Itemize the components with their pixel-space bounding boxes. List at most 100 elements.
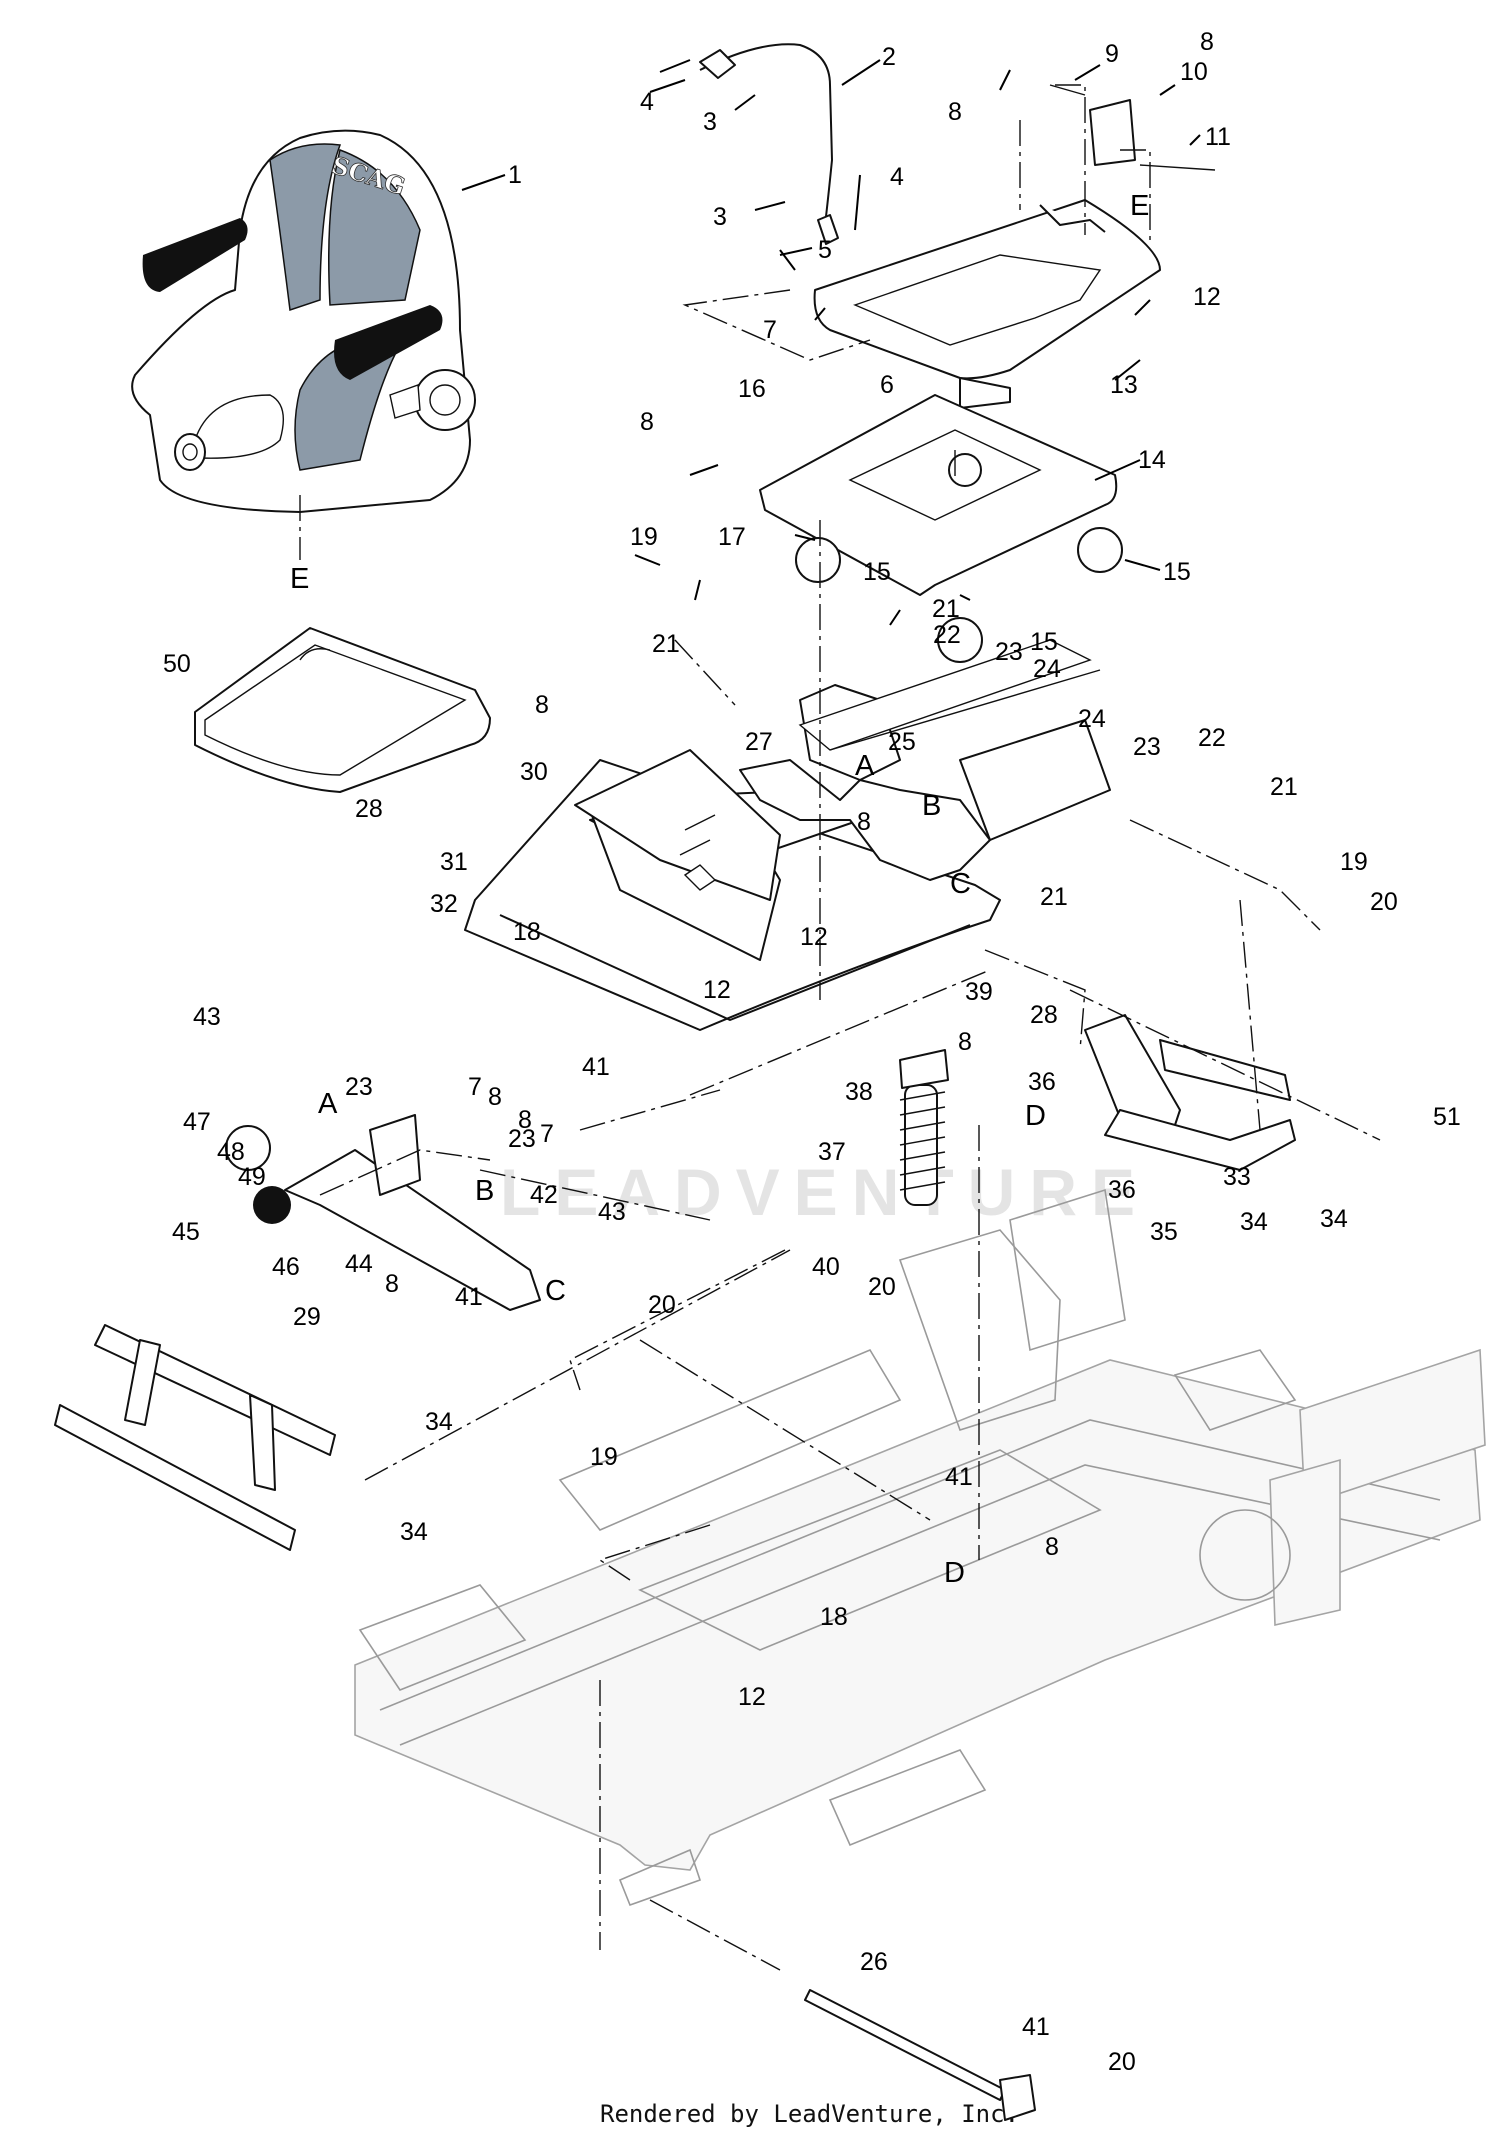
callout-15: 15 [863, 558, 891, 586]
callout-43: 43 [193, 1003, 221, 1031]
callout-42: 42 [530, 1181, 558, 1209]
left-armrest-pad [142, 218, 248, 292]
callout-24: 24 [1078, 705, 1106, 733]
callout-15: 15 [1030, 628, 1058, 656]
callout-46: 46 [272, 1253, 300, 1281]
callout-23: 23 [508, 1125, 536, 1153]
callout-23: 23 [995, 638, 1023, 666]
callout-27: 27 [745, 728, 773, 756]
callout-49: 49 [238, 1163, 266, 1191]
callout-28: 28 [355, 795, 383, 823]
callout-12: 12 [738, 1683, 766, 1711]
reference-letter-b: B [922, 790, 941, 822]
callout-26: 26 [860, 1948, 888, 1976]
seat-switch-cable [699, 43, 839, 245]
callout-10: 10 [1180, 58, 1208, 86]
callout-43: 43 [598, 1198, 626, 1226]
reference-letter-d: D [944, 1557, 965, 1589]
reference-letter-c: C [545, 1275, 566, 1307]
watermark: LEADVENTURE [500, 1155, 1149, 1229]
callout-14: 14 [1138, 446, 1166, 474]
callout-41: 41 [945, 1463, 973, 1491]
callout-8: 8 [1200, 28, 1214, 56]
callout-44: 44 [345, 1250, 373, 1278]
callout-41: 41 [455, 1283, 483, 1311]
callout-4: 4 [890, 163, 904, 191]
callout-2: 2 [882, 43, 896, 71]
callout-18: 18 [513, 918, 541, 946]
reference-letter-e: E [1130, 190, 1149, 222]
callout-3: 3 [713, 203, 727, 231]
right-armrest-pad [334, 305, 443, 380]
callout-8: 8 [385, 1270, 399, 1298]
reference-letter-e: E [290, 563, 309, 595]
bell-crank-bracket [1084, 1014, 1296, 1171]
leader-arrows [461, 59, 1201, 626]
callout-34: 34 [400, 1518, 428, 1546]
callout-30: 30 [520, 758, 548, 786]
callout-41: 41 [582, 1053, 610, 1081]
seat-pan [464, 639, 1111, 1031]
callout-51: 51 [1433, 1103, 1461, 1131]
callout-21: 21 [1270, 773, 1298, 801]
callout-36: 36 [1108, 1176, 1136, 1204]
reference-letter-a: A [318, 1088, 338, 1120]
callout-labels: 1 2 3 3 4 4 5 6 7 7 7 8 8 8 8 8 8 8 8 8 … [163, 28, 1461, 2076]
callout-35: 35 [1150, 1218, 1178, 1246]
callout-24: 24 [1033, 655, 1061, 683]
callout-8: 8 [1045, 1533, 1059, 1561]
callout-34: 34 [1240, 1208, 1268, 1236]
callout-16: 16 [738, 375, 766, 403]
callout-12: 12 [800, 923, 828, 951]
callout-19: 19 [1340, 848, 1368, 876]
callout-34: 34 [1320, 1205, 1348, 1233]
callout-31: 31 [440, 848, 468, 876]
reference-letter-c: C [950, 868, 971, 900]
shock-absorber [899, 1049, 949, 1206]
callout-45: 45 [172, 1218, 200, 1246]
callout-8: 8 [488, 1083, 502, 1111]
callout-22: 22 [933, 621, 961, 649]
callout-48: 48 [217, 1138, 245, 1166]
callout-19: 19 [630, 523, 658, 551]
callout-4: 4 [640, 88, 654, 116]
callout-33: 33 [1223, 1163, 1251, 1191]
callout-38: 38 [845, 1078, 873, 1106]
reference-letter-d: D [1025, 1100, 1046, 1132]
callout-8: 8 [640, 408, 654, 436]
floor-pan [194, 627, 491, 793]
callout-19: 19 [590, 1443, 618, 1471]
callout-40: 40 [812, 1253, 840, 1281]
callout-8: 8 [518, 1106, 532, 1134]
callout-18: 18 [820, 1603, 848, 1631]
callout-23: 23 [345, 1073, 373, 1101]
callout-15: 15 [1163, 558, 1191, 586]
callout-8: 8 [857, 808, 871, 836]
seat-slide-track [759, 394, 1123, 663]
callout-29: 29 [293, 1303, 321, 1331]
callout-21: 21 [1040, 883, 1068, 911]
callout-20: 20 [1108, 2048, 1136, 2076]
callout-23: 23 [1133, 733, 1161, 761]
callout-25: 25 [888, 728, 916, 756]
callout-32: 32 [430, 890, 458, 918]
seat-assembly: SCAG [131, 129, 476, 513]
callout-21: 21 [932, 595, 960, 623]
callout-8: 8 [948, 98, 962, 126]
chassis-frame [354, 1188, 1486, 1907]
callout-36: 36 [1028, 1068, 1056, 1096]
reference-letter-b: B [475, 1175, 494, 1207]
assembly-chain-lines [299, 84, 1381, 1971]
callout-22: 22 [1198, 724, 1226, 752]
callout-20: 20 [648, 1291, 676, 1319]
seat-bracket [1049, 84, 1216, 171]
seat-mount-plate [813, 199, 1161, 409]
footer-credit: Rendered by LeadVenture, Inc. [600, 2100, 1019, 2128]
callout-5: 5 [818, 236, 832, 264]
callout-8: 8 [958, 1028, 972, 1056]
callout-7: 7 [468, 1073, 482, 1101]
callout-11: 11 [1205, 123, 1231, 151]
callout-13: 13 [1110, 371, 1138, 399]
callout-17: 17 [718, 523, 746, 551]
